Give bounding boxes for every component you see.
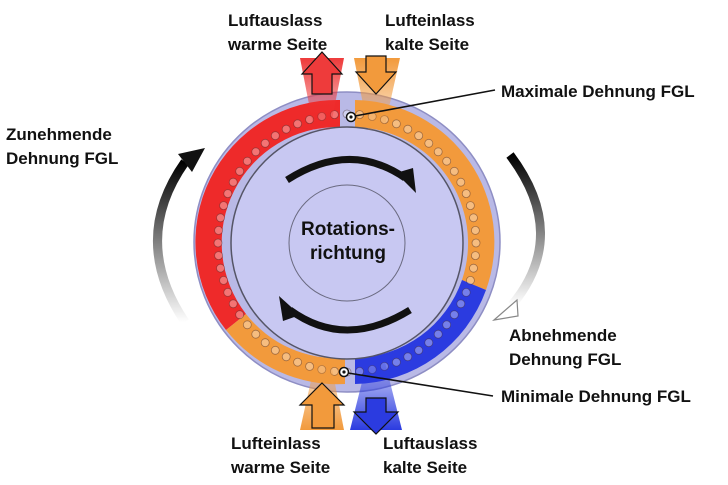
- sma-hole: [235, 166, 245, 176]
- sma-hole: [213, 238, 223, 248]
- sma-hole: [293, 357, 303, 367]
- sma-hole: [228, 299, 238, 309]
- sma-hole: [293, 119, 303, 129]
- sma-hole: [442, 320, 452, 330]
- label-decreasing-strain: Abnehmende Dehnung FGL: [509, 324, 621, 372]
- label-line: warme Seite: [228, 35, 328, 54]
- sma-hole: [470, 225, 480, 235]
- sma-hole: [281, 124, 291, 134]
- sma-hole: [403, 124, 413, 134]
- sma-hole: [251, 329, 261, 339]
- sma-hole: [214, 251, 224, 261]
- label-air-inlet-warm-side: Lufteinlass warme Seite: [231, 432, 330, 480]
- label-line: Zunehmende: [6, 125, 112, 144]
- sma-hole: [469, 213, 478, 223]
- sma-hole: [414, 131, 424, 141]
- rotation-arrow-top: [285, 156, 416, 193]
- warm-segment-red: [195, 99, 340, 330]
- sma-hole: [465, 275, 475, 285]
- label-rotation-direction: Rotations- richtung: [292, 218, 404, 266]
- sma-hole: [461, 287, 471, 297]
- sma-hole: [242, 320, 252, 330]
- rotation-arrow-bottom: [279, 296, 412, 334]
- sma-hole: [433, 329, 443, 339]
- sma-hole: [219, 201, 229, 211]
- sma-hole: [242, 156, 252, 166]
- label-air-outlet-cold-side: Luftauslass kalte Seite: [383, 432, 477, 480]
- cold-segment-blue: [355, 280, 486, 384]
- sma-hole: [471, 238, 481, 248]
- label-air-outlet-warm-side: Luftauslass warme Seite: [228, 9, 327, 57]
- decreasing-strain-arrow: [492, 152, 545, 321]
- label-line: Luftauslass: [383, 434, 478, 453]
- sma-hole: [403, 352, 413, 362]
- label-line: Rotations-: [301, 219, 395, 240]
- sma-hole: [461, 189, 471, 199]
- sma-hole: [223, 189, 233, 199]
- label-line: Lufteinlass: [231, 434, 321, 453]
- label-min-strain: Minimale Dehnung FGL: [501, 387, 691, 406]
- sma-hole: [305, 361, 315, 371]
- sma-hole: [235, 310, 245, 320]
- label-air-inlet-cold-side: Lufteinlass kalte Seite: [385, 9, 475, 57]
- sma-hole: [456, 299, 466, 309]
- sma-hole: [391, 119, 401, 129]
- sma-hole: [281, 352, 291, 362]
- sma-hole: [223, 287, 233, 297]
- label-line: warme Seite: [231, 458, 331, 477]
- label-line: kalte Seite: [385, 35, 470, 54]
- label-increasing-strain: Zunehmende Dehnung FGL: [6, 123, 118, 171]
- sma-hole: [470, 251, 480, 261]
- label-line: Luftauslass: [228, 11, 323, 30]
- label-line: Dehnung FGL: [6, 149, 119, 168]
- min-strain-marker: [338, 366, 494, 397]
- label-line: Lufteinlass: [385, 11, 475, 30]
- sma-hole: [260, 338, 270, 348]
- label-line: Abnehmende: [509, 326, 617, 345]
- sma-hole: [214, 225, 224, 235]
- air-outlet-warm-arrow: [300, 51, 344, 130]
- max-strain-marker: [345, 89, 496, 123]
- sma-wire-holes: [213, 109, 481, 377]
- sma-hole: [424, 138, 434, 148]
- sma-hole: [469, 263, 478, 273]
- label-line: Dehnung FGL: [509, 350, 622, 369]
- sma-hole: [216, 213, 225, 223]
- sma-hole: [456, 177, 466, 187]
- air-outlet-cold-arrow: [350, 358, 402, 435]
- sma-hole: [270, 345, 280, 355]
- sma-hole: [228, 177, 238, 187]
- sma-hole: [442, 156, 452, 166]
- label-max-strain: Maximale Dehnung FGL: [501, 82, 695, 101]
- increasing-strain-arrow: [153, 148, 205, 325]
- sma-hole: [216, 263, 225, 273]
- label-line: richtung: [310, 243, 386, 264]
- sma-hole: [449, 166, 459, 176]
- sma-hole: [414, 345, 424, 355]
- air-inlet-warm-arrow: [298, 358, 346, 430]
- sma-hole: [433, 147, 443, 157]
- sma-hole: [424, 338, 434, 348]
- sma-hole: [270, 131, 280, 141]
- sma-hole: [251, 147, 261, 157]
- sma-hole: [260, 138, 270, 148]
- sma-hole: [465, 201, 475, 211]
- sma-hole: [449, 310, 459, 320]
- sma-hole: [219, 275, 229, 285]
- air-inlet-cold-arrow: [354, 55, 400, 130]
- sma-hole: [391, 357, 401, 367]
- label-line: kalte Seite: [383, 458, 468, 477]
